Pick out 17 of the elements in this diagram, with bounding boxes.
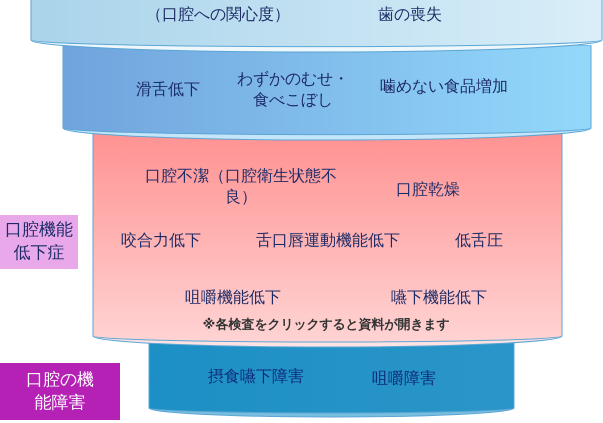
item-label: 滑舌低下	[135, 78, 201, 100]
item-label: 咀嚼障害	[371, 368, 437, 388]
item-label: （口腔への関心度）	[145, 4, 291, 24]
item-label: 嚥下機能低下	[390, 286, 488, 308]
item-label: 低舌圧	[454, 230, 504, 250]
item-label: 噛めない食品増加	[379, 76, 509, 96]
item-label: 口腔乾燥	[395, 178, 461, 200]
item-label: 歯の喪失	[377, 4, 443, 24]
item-label: わずかのむせ・食べこぼし	[236, 68, 350, 110]
note-text: ※各検査をクリックすると資料が開きます	[202, 316, 450, 334]
item-label: 咬合力低下	[120, 230, 202, 250]
item-label: 口腔不潔（口腔衛生状態不良）	[144, 165, 338, 207]
item-label: 咀嚼機能低下	[184, 286, 282, 308]
item-label: 舌口唇運動機能低下	[255, 230, 401, 250]
category-label: 口腔機能低下症	[0, 215, 78, 269]
item-label: 摂食嚥下障害	[207, 366, 305, 386]
category-label: 口腔の機能障害	[0, 363, 120, 420]
